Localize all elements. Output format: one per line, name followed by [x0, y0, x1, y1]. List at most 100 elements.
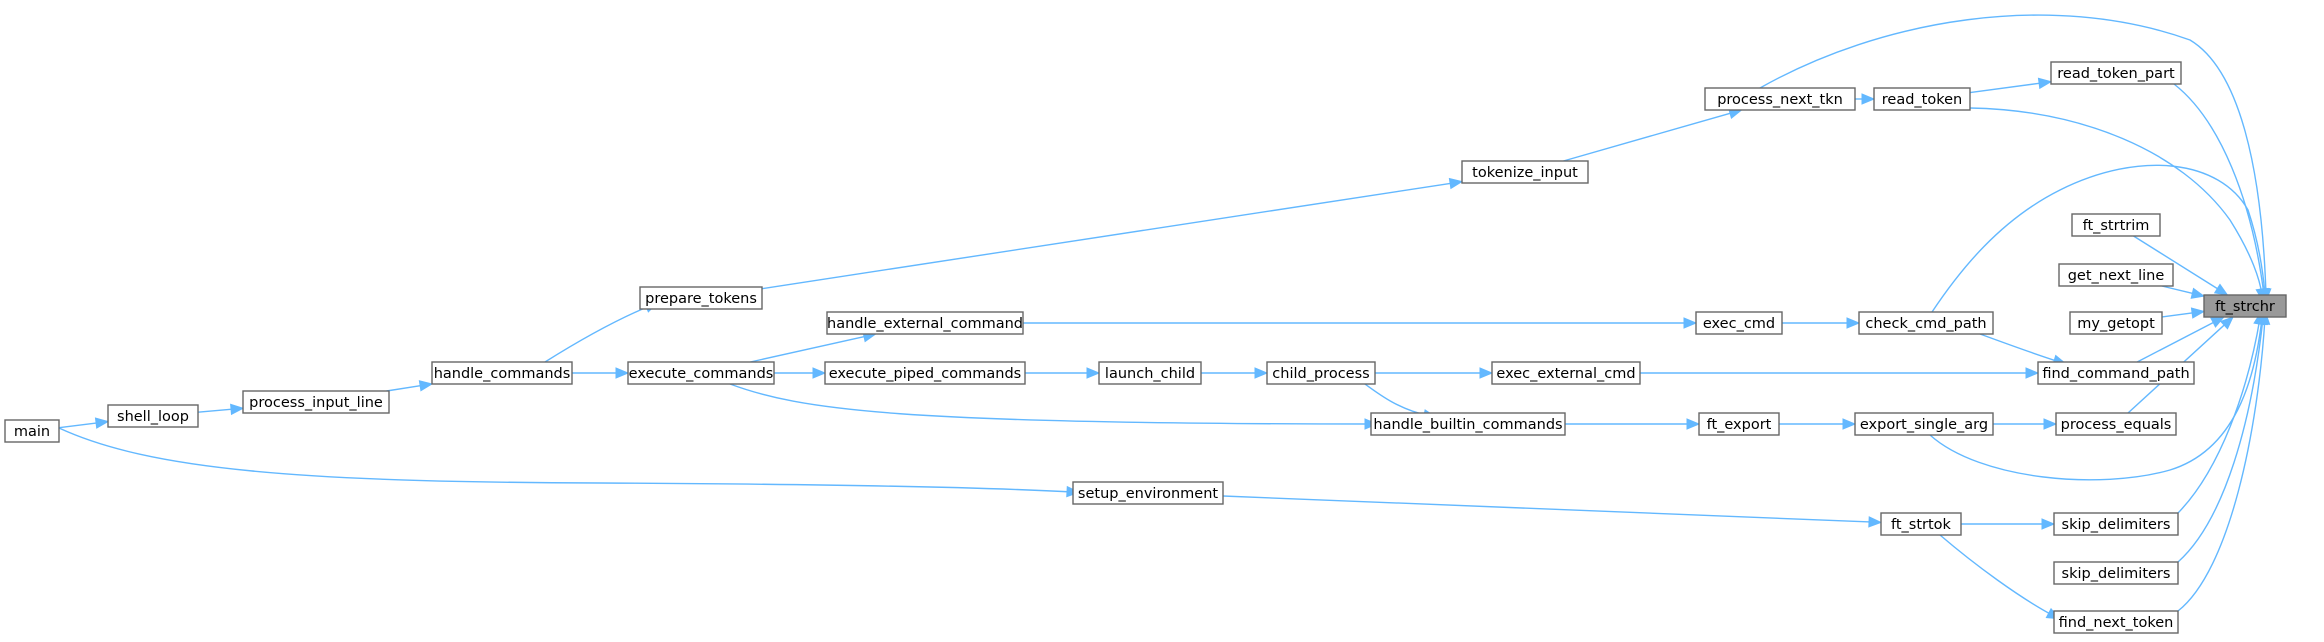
node-label: ft_strtok — [1891, 517, 1952, 533]
edge-my_getopt-to-ft_strchr — [2161, 307, 2206, 319]
node-find-next-token[interactable]: find_next_token — [2053, 610, 2179, 634]
edge-process_input_line-to-handle_commands — [386, 380, 434, 392]
node-box — [1880, 512, 1962, 536]
node-box — [1704, 87, 1856, 111]
node-skip-delimiters-2[interactable]: skip_delimiters — [2053, 561, 2179, 585]
node-box — [1098, 361, 1202, 385]
edge-setup_environment-to-ft_strtok — [1222, 495, 1883, 528]
arrowhead-icon — [1686, 418, 1701, 430]
edge-line — [1222, 495, 1871, 523]
arrowhead-icon — [2043, 418, 2058, 430]
edge-get_next_line-to-ft_strchr — [2161, 285, 2206, 299]
node-label: exec_cmd — [1703, 316, 1775, 332]
node-box — [627, 361, 775, 385]
edge-line — [2136, 321, 2215, 363]
node-launch-child[interactable]: launch_child — [1098, 361, 1202, 385]
node-child-process[interactable]: child_process — [1266, 361, 1376, 385]
edge-exec_cmd-to-check_cmd_path — [1782, 317, 1861, 329]
node-box — [1072, 481, 1224, 505]
node-handle-commands[interactable]: handle_commands — [431, 361, 573, 385]
edge-line — [197, 408, 233, 413]
edge-line — [544, 304, 653, 363]
node-process-next-tkn[interactable]: process_next_tkn — [1704, 87, 1856, 111]
edge-line — [2177, 317, 2264, 563]
node-box — [1854, 412, 1994, 436]
node-skip-delimiters-1[interactable]: skip_delimiters — [2053, 512, 2179, 536]
node-box — [2058, 263, 2174, 287]
edge-handle_builtin_commands-to-ft_export — [1565, 418, 1701, 430]
node-ft-strtok[interactable]: ft_strtok — [1880, 512, 1962, 536]
node-read-token-part[interactable]: read_token_part — [2050, 61, 2182, 85]
node-label: execute_piped_commands — [829, 366, 1021, 382]
node-prepare-tokens[interactable]: prepare_tokens — [639, 286, 763, 310]
node-label: ft_export — [1707, 417, 1772, 433]
edge-execute_commands-to-handle_builtin_commands — [729, 383, 1379, 430]
arrowhead-icon — [615, 367, 630, 379]
node-label: exec_external_cmd — [1496, 366, 1635, 382]
arrowhead-icon — [1086, 367, 1101, 379]
node-label: check_cmd_path — [1865, 316, 1986, 332]
node-label: handle_external_command — [827, 316, 1023, 332]
edge-line — [386, 384, 422, 392]
node-label: process_input_line — [249, 395, 383, 411]
node-shell-loop[interactable]: shell_loop — [107, 404, 199, 428]
node-get-next-line[interactable]: get_next_line — [2058, 263, 2174, 287]
node-execute-commands[interactable]: execute_commands — [627, 361, 775, 385]
edge-ft_strtok-to-find_next_token — [1939, 534, 2061, 620]
node-label: skip_delimiters — [2062, 566, 2171, 582]
node-find-command-path[interactable]: find_command_path — [2037, 361, 2195, 385]
node-label: ft_strchr — [2215, 299, 2275, 315]
node-handle-builtin-commands[interactable]: handle_builtin_commands — [1370, 412, 1566, 436]
node-check-cmd-path[interactable]: check_cmd_path — [1858, 311, 1994, 335]
node-export-single-arg[interactable]: export_single_arg — [1854, 412, 1994, 436]
edge-read_token-to-read_token_part — [1969, 77, 2053, 94]
node-label: child_process — [1272, 366, 1369, 382]
edge-line — [1969, 107, 2263, 296]
edge-line — [2177, 317, 2261, 514]
node-box — [2071, 213, 2161, 237]
node-exec-cmd[interactable]: exec_cmd — [1695, 311, 1783, 335]
arrowhead-icon — [2219, 316, 2234, 330]
node-label: get_next_line — [2068, 268, 2165, 284]
node-box — [1491, 361, 1641, 385]
node-exec-external-cmd[interactable]: exec_external_cmd — [1491, 361, 1641, 385]
edge-execute_commands-to-execute_piped_commands — [774, 367, 827, 379]
node-process-input-line[interactable]: process_input_line — [242, 390, 390, 414]
node-process-equals[interactable]: process_equals — [2055, 412, 2177, 436]
node-execute-piped-commands[interactable]: execute_piped_commands — [824, 361, 1026, 385]
edge-export_single_arg-to-process_equals — [1993, 418, 2058, 430]
node-handle-external-command[interactable]: handle_external_command — [826, 311, 1024, 335]
node-label: execute_commands — [629, 366, 774, 382]
edge-line — [1929, 317, 2263, 481]
node-label: prepare_tokens — [645, 291, 757, 307]
node-label: handle_commands — [434, 366, 571, 382]
edge-line — [58, 427, 1074, 493]
node-ft-strtrim[interactable]: ft_strtrim — [2071, 213, 2161, 237]
edge-line — [729, 383, 1372, 425]
node-label: launch_child — [1105, 366, 1195, 382]
edge-handle_commands-to-execute_commands — [572, 367, 630, 379]
node-box — [2050, 61, 2182, 85]
node-label: ft_strtrim — [2083, 218, 2150, 234]
node-read-token[interactable]: read_token — [1873, 87, 1971, 111]
node-label: skip_delimiters — [2062, 517, 2171, 533]
node-label: handle_builtin_commands — [1373, 417, 1562, 433]
node-label: my_getopt — [2077, 316, 2155, 332]
node-box — [242, 390, 390, 414]
arrowhead-icon — [2190, 287, 2206, 299]
node-box — [1873, 87, 1971, 111]
node-setup-environment[interactable]: setup_environment — [1072, 481, 1224, 505]
node-main[interactable]: main — [4, 419, 60, 443]
node-ft-strchr[interactable]: ft_strchr — [2203, 294, 2287, 318]
edge-line — [2161, 312, 2194, 318]
node-ft-export[interactable]: ft_export — [1698, 412, 1780, 436]
node-box — [2203, 294, 2287, 318]
edge-execute_piped_commands-to-launch_child — [1025, 367, 1101, 379]
node-tokenize-input[interactable]: tokenize_input — [1461, 160, 1589, 184]
edge-exec_external_cmd-to-find_command_path — [1640, 367, 2040, 379]
edge-line — [1364, 383, 1431, 417]
node-my-getopt[interactable]: my_getopt — [2069, 311, 2163, 335]
node-box — [1266, 361, 1376, 385]
edge-ft_strtrim-to-ft_strchr — [2133, 235, 2229, 296]
